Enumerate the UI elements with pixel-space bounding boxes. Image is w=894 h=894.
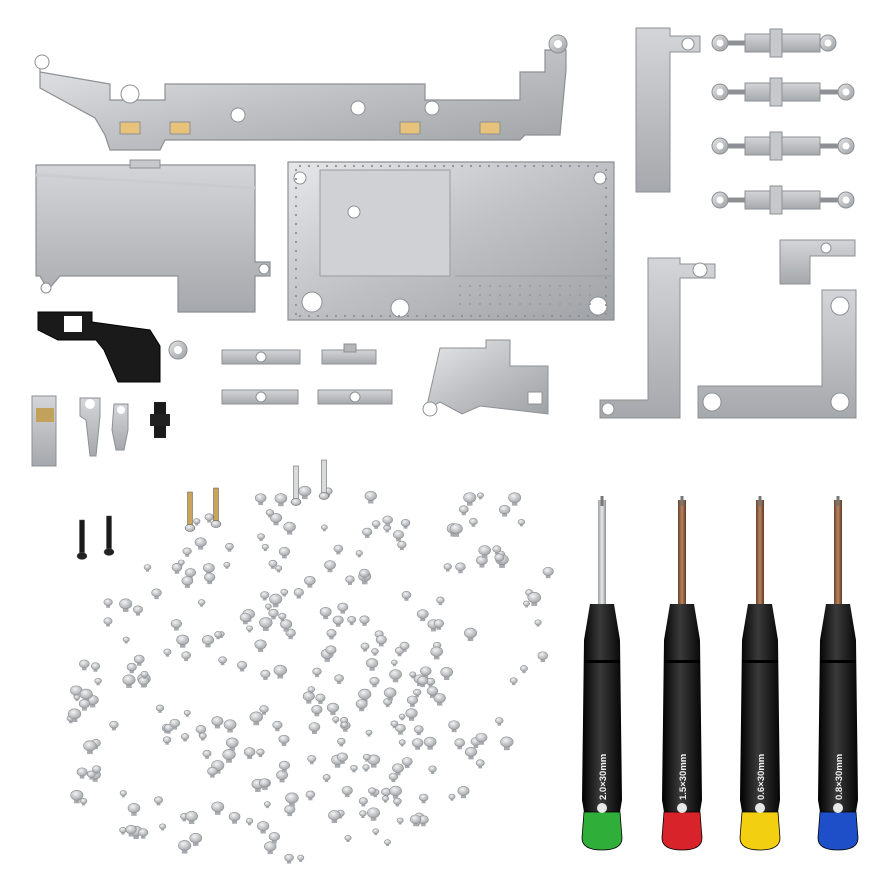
black-bracket [37,311,188,383]
screwdriver-size-label: 0.6×30mm [756,754,767,800]
screwdriver-size-label: 2.0×30mm [598,754,609,800]
screwdriver-3: 0.6×30mm [739,496,781,851]
screwdriver-4: 0.8×30mm [817,496,859,851]
hinge-connectors [711,28,855,215]
small-clips [221,343,393,405]
left-shield-plate [35,159,271,313]
l-bracket-right [697,289,857,419]
tri-wing-bit-icon [755,803,765,813]
bent-bracket [422,339,549,417]
small-parts [31,395,170,467]
small-right-bracket [779,239,856,285]
center-perforated-plate [287,161,615,321]
screwdriver-size-label: 1.5×30mm [678,754,689,800]
long-top-bracket [34,34,568,151]
right-tall-bracket [635,27,701,193]
slotted-bit-icon [597,803,607,813]
screw-pile [66,485,554,864]
pentalobe-bit-icon [833,803,843,813]
screwdriver-size-label: 0.8×30mm [834,754,845,800]
screwdriver-2: 1.5×30mm [661,496,703,851]
long-screws [76,459,330,560]
l-bracket-middle [599,257,716,419]
phillips-bit-icon [677,803,687,813]
screwdriver-set: 2.0×30mm 1.5×30mm 0.6×30mm 0.8×30mm [581,496,859,851]
screwdriver-1: 2.0×30mm [581,496,623,851]
